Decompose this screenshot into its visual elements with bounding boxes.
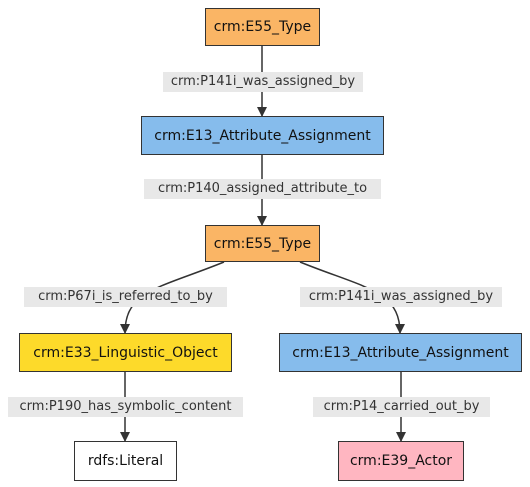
node-e55-type-mid: crm:E55_Type xyxy=(205,225,320,262)
edge-label-p141i-right: crm:P141i_was_assigned_by xyxy=(300,287,502,307)
node-e33-linguistic-object: crm:E33_Linguistic_Object xyxy=(19,333,232,372)
edge-label-p141i-top: crm:P141i_was_assigned_by xyxy=(163,72,363,92)
node-rdfs-literal: rdfs:Literal xyxy=(74,441,177,481)
edge-label-p190: crm:P190_has_symbolic_content xyxy=(8,397,243,417)
edge-label-p140: crm:P140_assigned_attribute_to xyxy=(144,179,381,199)
node-e13-attribute-assignment-right: crm:E13_Attribute_Assignment xyxy=(279,333,522,372)
edge-label-p14: crm:P14_carried_out_by xyxy=(313,397,490,417)
node-e55-type-top: crm:E55_Type xyxy=(205,8,320,46)
node-e13-attribute-assignment-top: crm:E13_Attribute_Assignment xyxy=(141,116,384,155)
node-e39-actor: crm:E39_Actor xyxy=(338,441,464,481)
edge-label-p67i: crm:P67i_is_referred_to_by xyxy=(24,287,227,307)
